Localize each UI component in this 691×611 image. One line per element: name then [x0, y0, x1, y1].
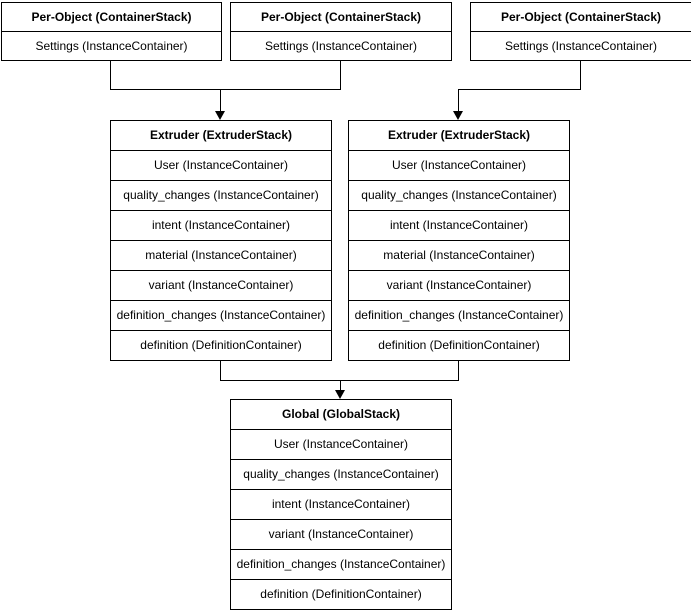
connector-to-extruder-2-stem	[458, 89, 459, 111]
connector-merge-bottom-horizontal	[220, 380, 459, 381]
node-row: material (InstanceContainer)	[111, 241, 331, 271]
arrowhead-to-extruder-1	[215, 111, 225, 120]
node-title: Per-Object (ContainerStack)	[2, 3, 221, 32]
node-row: Settings (InstanceContainer)	[264, 39, 418, 53]
node-row: definition_changes (InstanceContainer)	[349, 301, 569, 331]
arrowhead-to-global	[335, 390, 345, 399]
node-per-object-3: Per-Object (ContainerStack) Settings (In…	[470, 2, 691, 61]
node-row: User (InstanceContainer)	[111, 151, 331, 181]
node-title: Per-Object (ContainerStack)	[231, 3, 451, 32]
node-extruder-1: Extruder (ExtruderStack) User (InstanceC…	[110, 120, 332, 361]
connector-merge-left-horizontal	[110, 89, 341, 90]
node-row: definition (DefinitionContainer)	[260, 587, 422, 601]
node-row: definition (DefinitionContainer)	[140, 338, 302, 352]
connector-to-global-stem	[340, 380, 341, 390]
connector-right-horizontal	[458, 89, 581, 90]
node-title: Extruder (ExtruderStack)	[111, 121, 331, 151]
node-row: Settings (InstanceContainer)	[35, 39, 188, 53]
connector-to-extruder-1-stem	[220, 89, 221, 111]
node-row: definition_changes (InstanceContainer)	[111, 301, 331, 331]
node-row: quality_changes (InstanceContainer)	[111, 181, 331, 211]
arrowhead-to-extruder-2	[453, 111, 463, 120]
node-extruder-2: Extruder (ExtruderStack) User (InstanceC…	[348, 120, 570, 361]
node-row: User (InstanceContainer)	[231, 430, 451, 460]
connector-extruder-2-down	[458, 361, 459, 380]
node-row: definition_changes (InstanceContainer)	[231, 550, 451, 580]
node-row: definition (DefinitionContainer)	[378, 338, 540, 352]
node-row: quality_changes (InstanceContainer)	[349, 181, 569, 211]
connector-extruder-1-down	[220, 361, 221, 380]
connector-per-object-3-down	[580, 61, 581, 89]
node-row: variant (InstanceContainer)	[349, 271, 569, 301]
node-row: variant (InstanceContainer)	[231, 520, 451, 550]
node-title: Per-Object (ContainerStack)	[471, 3, 691, 32]
node-title: Global (GlobalStack)	[231, 400, 451, 430]
node-row: Settings (InstanceContainer)	[504, 39, 658, 53]
node-global: Global (GlobalStack) User (InstanceConta…	[230, 399, 452, 610]
connector-per-object-2-down	[340, 61, 341, 89]
node-row: intent (InstanceContainer)	[111, 211, 331, 241]
connector-per-object-1-down	[110, 61, 111, 89]
node-title: Extruder (ExtruderStack)	[349, 121, 569, 151]
node-row: intent (InstanceContainer)	[349, 211, 569, 241]
node-row: material (InstanceContainer)	[349, 241, 569, 271]
node-row: variant (InstanceContainer)	[111, 271, 331, 301]
node-row: intent (InstanceContainer)	[231, 490, 451, 520]
node-per-object-1: Per-Object (ContainerStack) Settings (In…	[1, 2, 222, 61]
node-row: quality_changes (InstanceContainer)	[231, 460, 451, 490]
node-per-object-2: Per-Object (ContainerStack) Settings (In…	[230, 2, 452, 61]
node-row: User (InstanceContainer)	[349, 151, 569, 181]
